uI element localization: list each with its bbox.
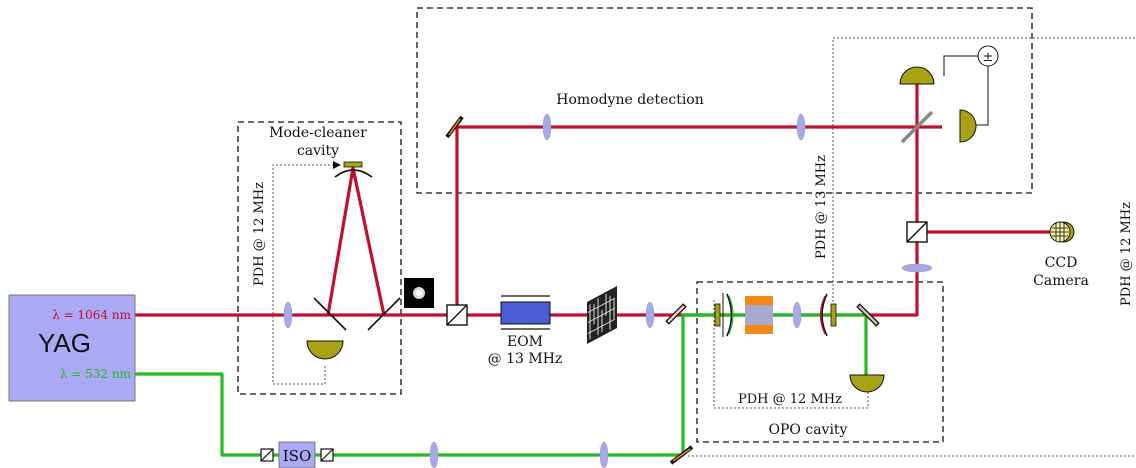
- isolator-left-polarizer: [260, 448, 274, 462]
- lens-opo-inner: [792, 301, 802, 329]
- lens-green-1: [429, 441, 439, 468]
- mode-cleaner-input-mirror: [313, 297, 347, 331]
- mode-cleaner-detector: [306, 340, 344, 360]
- pdh-mode-cleaner-label: PDH @ 12 MHz: [252, 182, 267, 286]
- lens-homodyne-1: [542, 113, 552, 141]
- ccd-label-line2: Camera: [1033, 273, 1089, 289]
- beamsplitter-cube-main: [446, 304, 468, 326]
- opo-input-mirror: [726, 293, 733, 337]
- dichroic-input: [665, 303, 687, 325]
- mode-cleaner-box: [237, 121, 402, 395]
- opo-crystal: [745, 305, 773, 325]
- summing-node: [977, 45, 999, 67]
- opo-output-mirror: [821, 293, 828, 337]
- pdh-homodyne-line: [832, 37, 1136, 310]
- eom-label: EOM: [507, 334, 543, 350]
- pdh-right-label: PDH @ 12 MHz: [1119, 202, 1134, 306]
- pdh-homodyne-label: PDH @ 13 MHz: [814, 155, 829, 259]
- homodyne-box: [416, 7, 1033, 194]
- lens-green-2: [599, 441, 609, 468]
- pdh-mode-cleaner-line: [272, 161, 341, 385]
- isolator-label: ISO: [283, 447, 312, 465]
- lens-mode-cleaner: [283, 301, 293, 329]
- isolator: [278, 441, 316, 468]
- green-beam: [135, 313, 868, 457]
- mode-cleaner-output-mirror: [367, 297, 401, 331]
- yag-label: YAG: [38, 328, 91, 358]
- mode-cleaner-title-line2: cavity: [297, 143, 339, 159]
- eom-frequency-label: @ 13 MHz: [488, 351, 563, 367]
- opo-title: OPO cavity: [769, 422, 848, 438]
- yag-laser: [8, 294, 136, 402]
- pdh-opo-line: [713, 300, 869, 409]
- homodyne-detector-top: [899, 66, 935, 85]
- homodyne-beamsplitter: [900, 110, 934, 144]
- ccd-camera: [1049, 221, 1075, 243]
- mode-cleaner-title-line1: Mode-cleaner: [269, 125, 367, 141]
- spatial-mask: [587, 286, 617, 344]
- lens-vertical: [901, 263, 933, 273]
- mode-cleaner-piezo: [343, 161, 363, 168]
- beamsplitter-cube-ccd: [906, 221, 928, 243]
- homodyne-detector-right: [959, 109, 977, 143]
- green-wavelength-label: λ = 532 nm: [60, 367, 132, 381]
- opo-output-piezo: [830, 303, 837, 327]
- dichroic-output: [856, 303, 880, 327]
- lenses: [283, 113, 933, 468]
- homodyne-steering-mirror: [445, 115, 464, 139]
- lens-homodyne-2: [796, 113, 806, 141]
- lens-main-1: [645, 301, 655, 329]
- mode-cleaner-curved-mirror: [334, 169, 373, 178]
- green-steering-mirror: [669, 445, 694, 465]
- pdh-opo-label: PDH @ 12 MHz: [738, 392, 842, 407]
- eom: [500, 301, 551, 325]
- ccd-label-line1: CCD: [1045, 255, 1078, 271]
- opo-input-piezo: [714, 303, 721, 327]
- opo-detector: [849, 374, 885, 393]
- red-wavelength-label: λ = 1064 nm: [52, 308, 131, 322]
- homodyne-title: Homodyne detection: [556, 92, 704, 108]
- opo-box: [696, 281, 944, 443]
- summing-node-label: ±: [983, 50, 994, 65]
- isolator-right-polarizer: [320, 448, 334, 462]
